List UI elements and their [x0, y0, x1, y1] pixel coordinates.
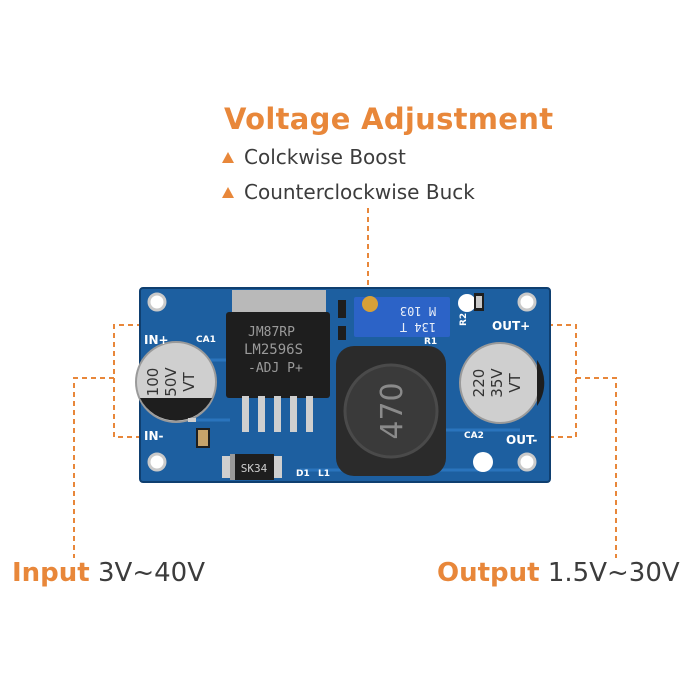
- ic-marking-1: JM87RP: [248, 325, 295, 340]
- out-minus-label: OUT-: [506, 433, 537, 447]
- regulator-ic: JM87RP LM2596S -ADJ P+: [226, 290, 330, 432]
- counterclockwise-buck-note: Counterclockwise Buck: [222, 180, 475, 204]
- triangle-bullet-icon: [222, 187, 234, 198]
- r1-label: R1: [424, 337, 437, 347]
- output-callout-line: [548, 324, 577, 438]
- ca2-label: CA2: [464, 431, 484, 441]
- mount-hole-center: [473, 452, 493, 472]
- output-cap-value: 220: [470, 369, 488, 398]
- input-word: Input: [12, 558, 90, 588]
- diode-code: SK34: [241, 462, 268, 475]
- l1-label: L1: [318, 469, 330, 479]
- output-range: 1.5V~30V: [547, 558, 680, 588]
- mounting-holes: [147, 292, 537, 472]
- inductor-code: 470: [375, 382, 410, 439]
- trim-potentiometer: M 103 134 T: [354, 296, 450, 337]
- schottky-diode: SK34: [222, 454, 282, 480]
- output-word: Output: [437, 558, 540, 588]
- silkscreen: IN+ IN- OUT+ OUT- CA1 CA2 R1 R2 D1 L1: [144, 313, 537, 479]
- r2-label: R2: [459, 313, 469, 326]
- output-cap-voltage: 35V: [488, 368, 506, 398]
- ic-marking-2: LM2596S: [244, 342, 303, 358]
- mount-hole-pot: [458, 294, 476, 312]
- out-plus-label: OUT+: [492, 319, 530, 333]
- output-capacitor: 220 35V VT: [459, 342, 545, 424]
- inductor: 470: [336, 346, 446, 476]
- input-capacitor: 100 50V VT: [135, 341, 217, 423]
- in-plus-label: IN+: [144, 333, 169, 347]
- pot-code-1: M 103: [400, 304, 436, 318]
- output-callout-drop: [576, 377, 617, 558]
- pot-code-2: 134 T: [400, 320, 436, 334]
- voltage-adjustment-title: Voltage Adjustment: [224, 102, 554, 136]
- mount-hole-top-right: [517, 292, 537, 312]
- d1-label: D1: [296, 469, 310, 479]
- input-cap-value: 100: [144, 368, 162, 397]
- callout-lines: [73, 208, 617, 558]
- input-range: 3V~40V: [98, 558, 205, 588]
- input-voltage-label: Input 3V~40V: [12, 558, 205, 588]
- output-voltage-label: Output 1.5V~30V: [437, 558, 680, 588]
- input-callout-drop: [73, 377, 114, 558]
- smd-parts: [188, 293, 484, 448]
- clockwise-boost-note: Colckwise Boost: [222, 145, 406, 169]
- ca1-label: CA1: [196, 335, 216, 345]
- input-callout-line: [113, 324, 142, 438]
- input-cap-voltage: 50V: [162, 367, 180, 397]
- triangle-bullet-icon: [222, 152, 234, 163]
- mount-hole-bottom-left: [147, 452, 167, 472]
- counterclockwise-buck-text: Counterclockwise Buck: [244, 180, 475, 204]
- clockwise-boost-text: Colckwise Boost: [244, 145, 406, 169]
- pot-adjust-screw: [362, 296, 378, 312]
- mount-hole-bottom-right: [517, 452, 537, 472]
- ic-marking-3: -ADJ P+: [248, 361, 303, 376]
- output-cap-series: VT: [506, 372, 524, 392]
- mount-hole-top-left: [147, 292, 167, 312]
- in-minus-label: IN-: [144, 429, 164, 443]
- input-cap-series: VT: [180, 371, 198, 391]
